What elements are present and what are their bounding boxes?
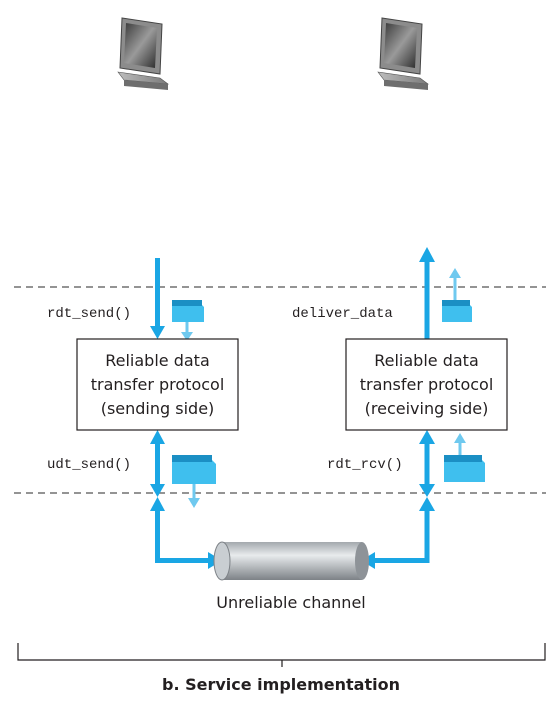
sender-box-line-1: Reliable data [105, 351, 210, 370]
receiver-protocol-box [345, 338, 508, 431]
packet-icon [444, 433, 485, 482]
deliver-data-label: deliver_data [292, 306, 393, 322]
packet-icon [172, 300, 204, 341]
sender-protocol-box [76, 338, 239, 431]
packet-icon [442, 268, 472, 322]
computer-icon [117, 17, 170, 90]
sender-box-line-2: transfer protocol [91, 375, 225, 394]
udt-send-label: udt_send() [47, 457, 131, 473]
sender-bidirectional-arrow [150, 430, 165, 497]
receiver-box-line-2: transfer protocol [360, 375, 494, 394]
packet-icon [172, 455, 216, 508]
sender-down-arrow [150, 258, 165, 339]
caption: b. Service implementation [162, 675, 400, 694]
sender-box-line-3: (sending side) [101, 399, 215, 418]
rdt-send-label: rdt_send() [47, 306, 131, 322]
receiver-channel-arrow [361, 497, 435, 569]
channel-label: Unreliable channel [216, 593, 365, 612]
receiver-bidirectional-arrow [419, 430, 435, 497]
sender-channel-arrow [150, 497, 222, 569]
caption-bracket [17, 643, 546, 667]
receiver-box-line-3: (receiving side) [365, 399, 489, 418]
receiver-up-arrow [419, 247, 435, 339]
computer-icon [377, 17, 430, 90]
receiver-box-line-1: Reliable data [374, 351, 479, 370]
cylinder-icon [213, 541, 369, 581]
rdt-rcv-label: rdt_rcv() [327, 457, 403, 473]
